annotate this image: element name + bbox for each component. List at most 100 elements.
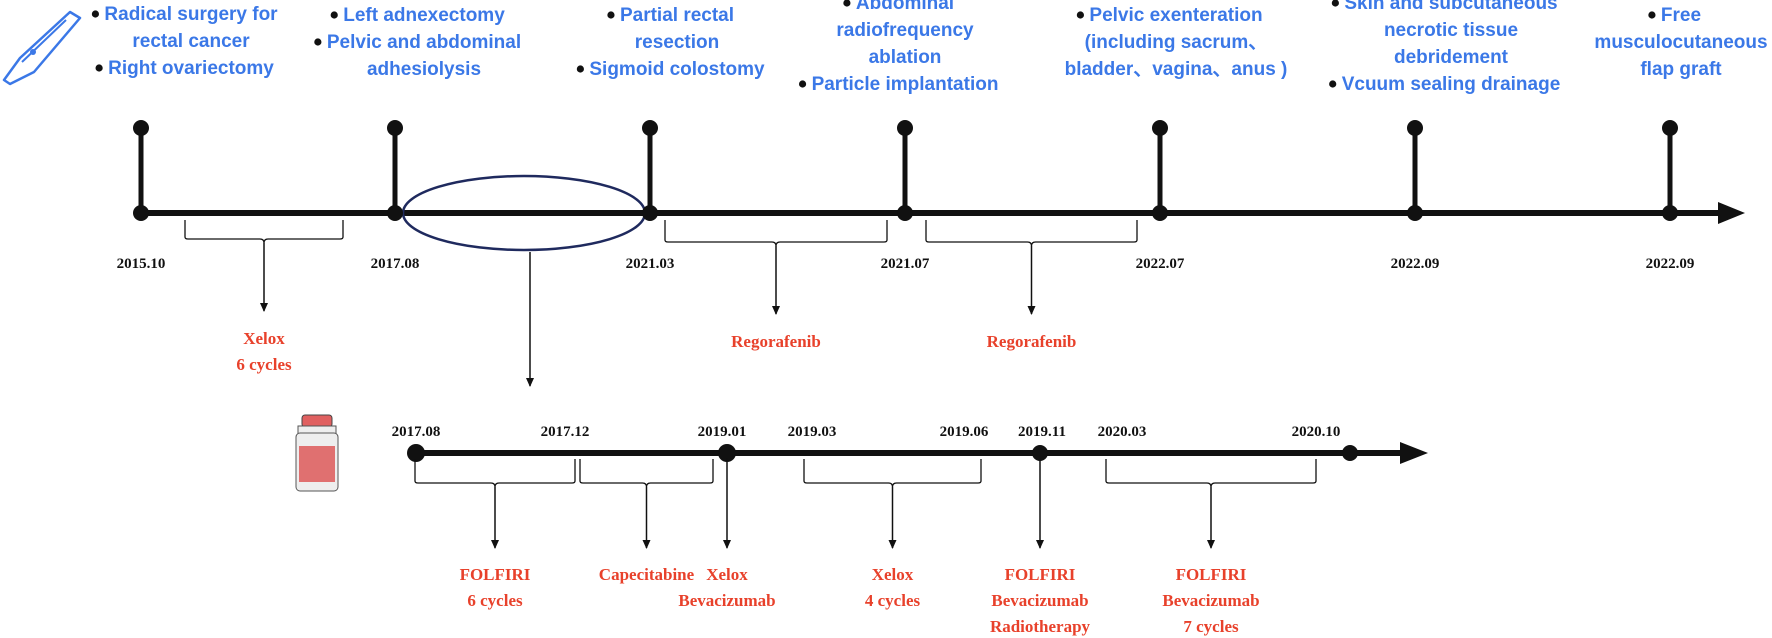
sub-axis-dot <box>718 444 736 462</box>
surgery-line: Skin and subcutaneous <box>1344 0 1557 14</box>
milestone-6: 2022.09 Skin and subcutaneous necrotic tis… <box>1329 0 1560 272</box>
surgery-line: radiofrequency <box>836 20 974 41</box>
surgery-line: Partial rectal <box>620 5 734 26</box>
sub-date: 2017.08 <box>392 424 441 440</box>
bullet-dot <box>843 0 851 7</box>
drug-label: FOLFIRI <box>1176 565 1247 584</box>
surgery-list: AbdominalradiofrequencyablationParticle … <box>798 0 999 95</box>
medicine-bottle-icon <box>295 414 339 492</box>
surgery-line: flap graft <box>1640 59 1722 80</box>
milestone-date: 2022.09 <box>1646 256 1695 272</box>
main-drug-bracket <box>664 220 888 315</box>
milestone-axis-dot <box>1152 205 1168 221</box>
milestone-date: 2021.07 <box>881 256 930 272</box>
bullet-dot <box>607 11 615 19</box>
drug-label: 6 cycles <box>236 355 292 374</box>
drug-label: Xelox <box>243 329 285 348</box>
milestone-4: 2021.07AbdominalradiofrequencyablationPa… <box>798 0 999 272</box>
surgery-line: Pelvic and abdominal <box>327 32 521 53</box>
surgery-line: bladder、vagina、anus ) <box>1065 59 1288 80</box>
milestone-top-dot <box>1152 120 1168 136</box>
drug-label: 6 cycles <box>467 591 523 610</box>
surgery-line: Radical surgery for <box>104 4 278 25</box>
milestone-date: 2015.10 <box>117 256 166 272</box>
bullet-dot <box>1076 11 1084 19</box>
milestone-date: 2017.08 <box>371 256 420 272</box>
milestone-axis-dot <box>133 205 149 221</box>
surgery-line: Abdominal <box>856 0 954 14</box>
milestone-axis-dot <box>1407 205 1423 221</box>
bullet-dot <box>91 10 100 18</box>
bullet-dot <box>1331 0 1339 7</box>
milestone-axis-dot <box>387 205 403 221</box>
sub-drug-bracket <box>414 459 576 549</box>
drug-label: Xelox <box>872 565 914 584</box>
drug-label: Bevacizumab <box>991 591 1088 610</box>
sub-date: 2019.01 <box>698 424 747 440</box>
drug-label: Bevacizumab <box>678 591 775 610</box>
main-drug-bracket <box>925 220 1138 315</box>
surgery-line: Particle implantation <box>812 74 999 95</box>
sub-axis-dot <box>407 444 425 462</box>
milestone-axis-dot <box>642 205 658 221</box>
bullet-dot <box>1648 11 1656 19</box>
sub-axis-dot <box>1032 445 1048 461</box>
drug-label: Capecitabine <box>599 565 695 584</box>
sub-date: 2017.12 <box>541 424 590 440</box>
scalpel-icon <box>2 10 82 86</box>
milestone-date: 2022.09 <box>1391 256 1440 272</box>
sub-axis-dot <box>1342 445 1358 461</box>
bullet-dot <box>1329 80 1337 88</box>
surgery-line: necrotic tissue <box>1384 20 1518 41</box>
surgery-line: Vcuum sealing drainage <box>1342 74 1561 95</box>
surgery-list: Skin and subcutaneous necrotic tissue debr… <box>1329 0 1560 95</box>
drug-label: Regorafenib <box>731 332 821 351</box>
drug-label: Radiotherapy <box>990 617 1091 636</box>
milestone-5: 2022.07 Pelvic exenteration (including sac… <box>1065 5 1288 272</box>
bullet-dot <box>330 11 338 19</box>
milestone-top-dot <box>642 120 658 136</box>
sub-date: 2019.06 <box>940 424 989 440</box>
sub-drug-bracket <box>1105 459 1317 549</box>
surgery-line: Right ovariectomy <box>108 58 274 79</box>
bullet-dot <box>314 38 322 46</box>
surgery-line: (including sacrum、 <box>1085 32 1268 53</box>
surgery-line: Left adnexectomy <box>343 5 505 26</box>
surgery-line: Sigmoid colostomy <box>589 59 765 80</box>
surgery-list: Pelvic exenteration (including sacrum、 bla… <box>1065 5 1288 80</box>
sub-axis-arrowhead <box>1400 442 1428 464</box>
main-axis-arrowhead <box>1718 202 1745 224</box>
sub-drug-bracket <box>803 459 982 549</box>
sub-drug-bracket <box>579 459 714 549</box>
sub-date: 2019.11 <box>1018 424 1066 440</box>
milestone-date: 2022.07 <box>1136 256 1185 272</box>
milestone-top-dot <box>133 120 149 136</box>
bullet-dot <box>798 80 807 88</box>
milestone-top-dot <box>1407 120 1423 136</box>
milestone-axis-dot <box>1662 205 1678 221</box>
surgery-line: Pelvic exenteration <box>1089 5 1262 26</box>
surgery-line: Free <box>1661 5 1701 26</box>
milestone-top-dot <box>1662 120 1678 136</box>
milestone-date: 2021.03 <box>626 256 675 272</box>
drug-label: Regorafenib <box>987 332 1077 351</box>
bullet-dot <box>576 65 584 73</box>
surgery-line: resection <box>635 32 719 53</box>
sub-date: 2020.03 <box>1098 424 1147 440</box>
main-drug-bracket <box>184 220 344 312</box>
surgery-line: debridement <box>1394 47 1509 68</box>
milestone-top-dot <box>897 120 913 136</box>
sub-date: 2020.10 <box>1292 424 1341 440</box>
bullet-dot <box>95 64 103 72</box>
drug-label: Bevacizumab <box>1162 591 1259 610</box>
surgery-line: adhesiolysis <box>367 59 481 80</box>
